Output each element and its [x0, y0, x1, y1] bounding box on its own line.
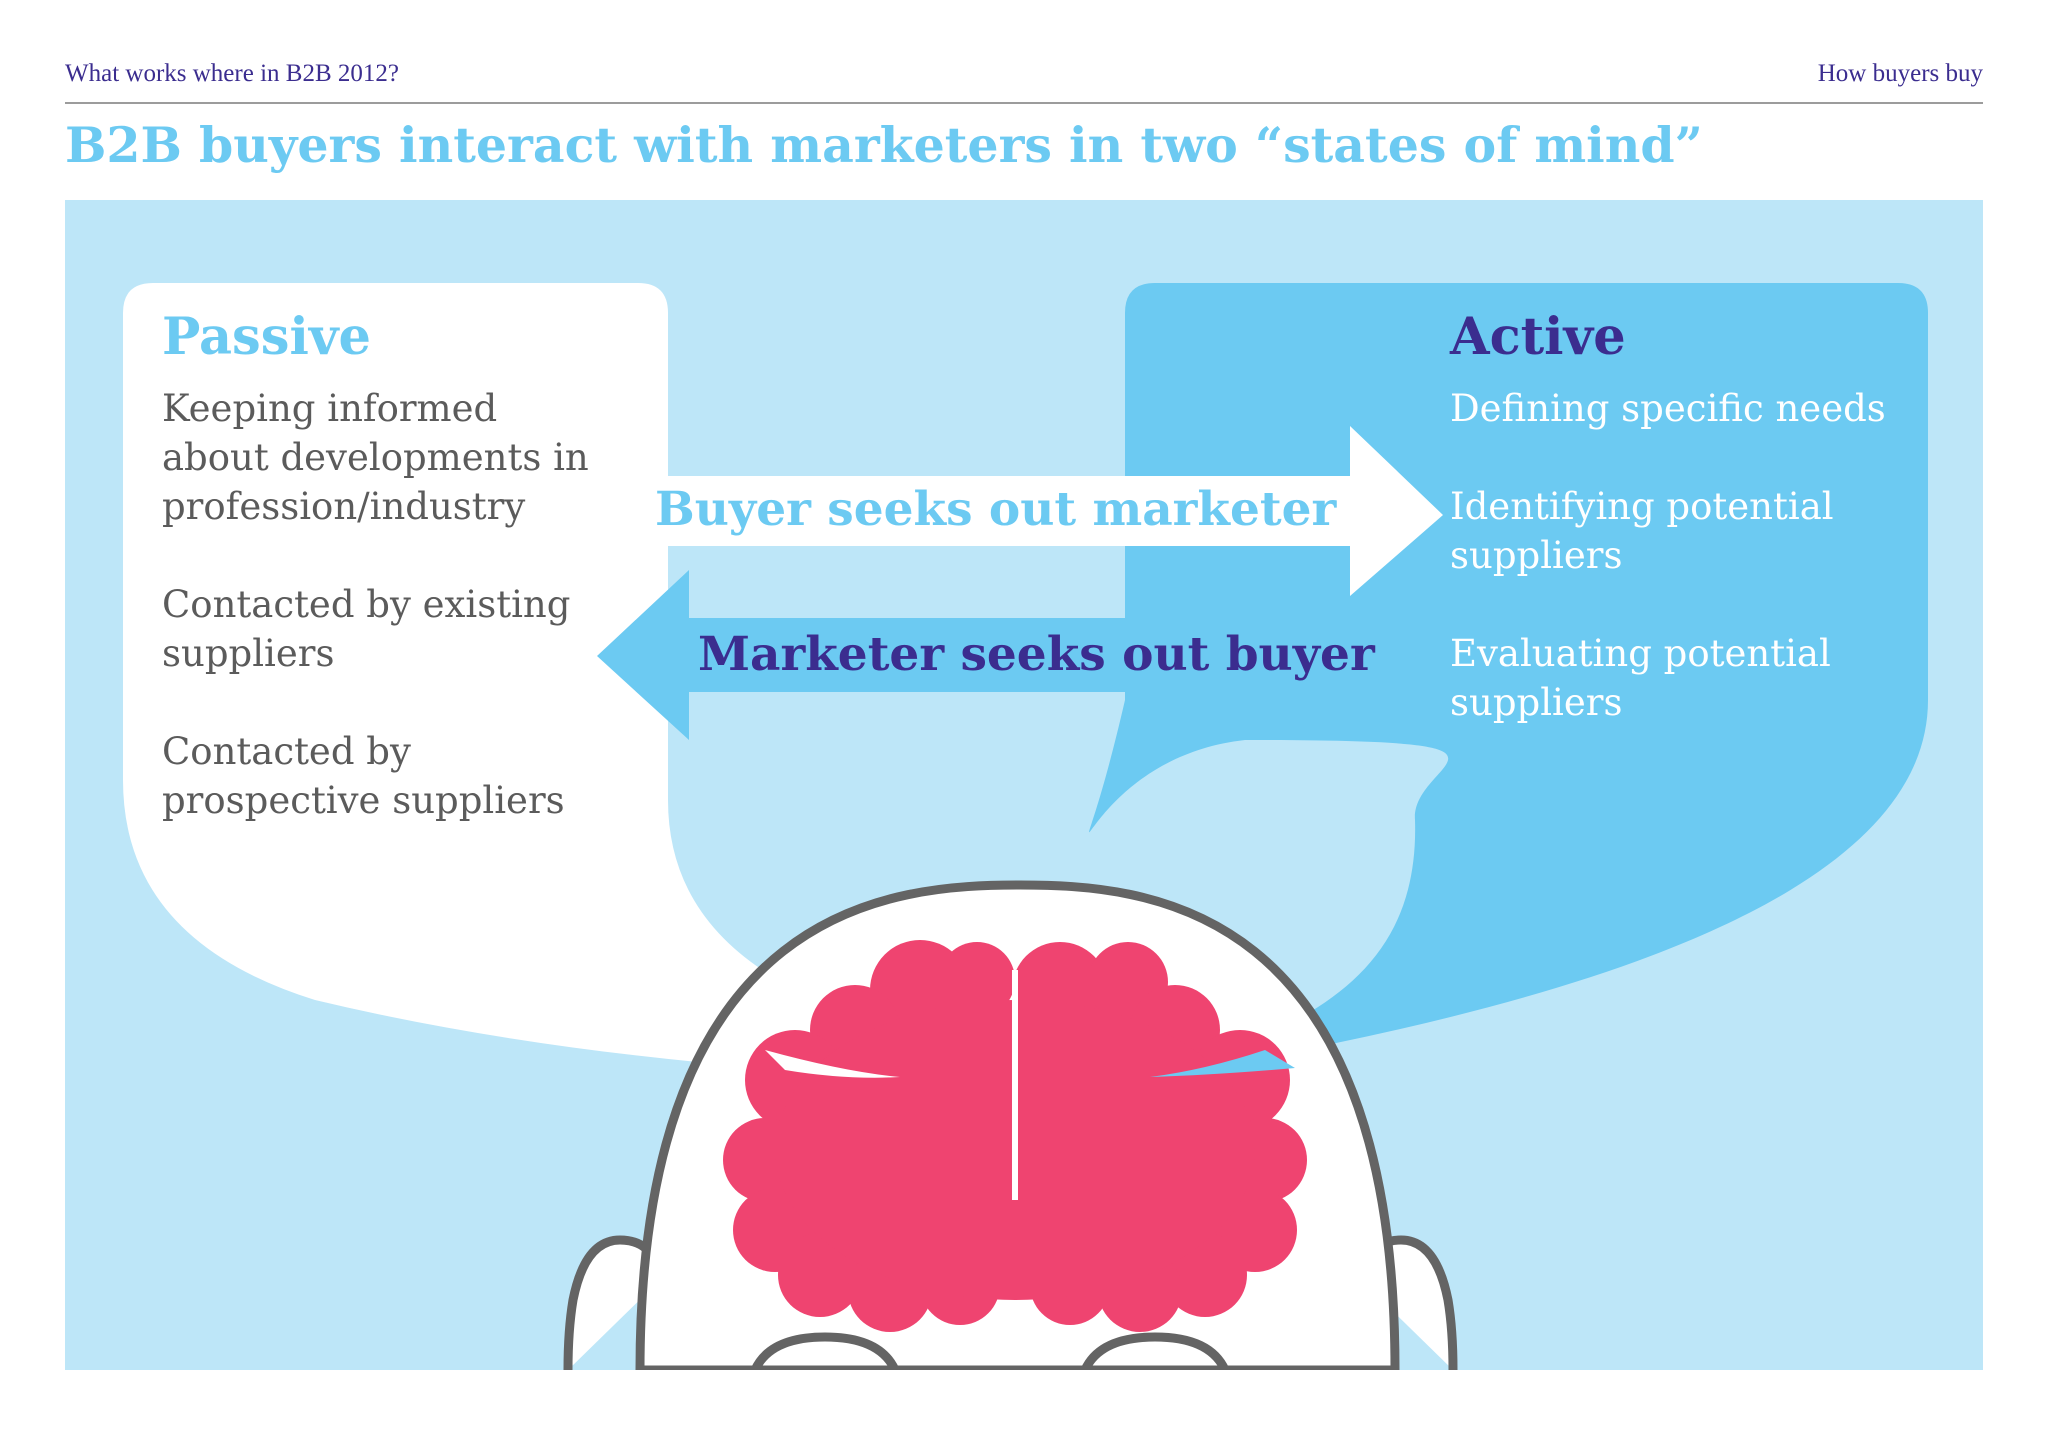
header-divider [65, 102, 1983, 104]
active-bubble-text: Active Defining specific needs Identifyi… [1450, 307, 1910, 776]
passive-item: Contacted by existing suppliers [162, 583, 571, 676]
page-title: B2B buyers interact with marketers in tw… [65, 116, 1703, 174]
arrow-right-shape [668, 426, 1443, 596]
passive-bubble-text: Passive Keeping informed about developme… [162, 307, 602, 874]
active-bubble-tail [1150, 1050, 1295, 1077]
active-item: Identifying potential suppliers [1450, 485, 1834, 578]
active-item: Evaluating potential suppliers [1450, 632, 1831, 725]
diagram-panel: Passive Keeping informed about developme… [65, 200, 1983, 1370]
header-right-text: How buyers buy [1817, 60, 1983, 87]
passive-title: Passive [162, 307, 371, 367]
passive-bubble [123, 283, 903, 1077]
header-left-text: What works where in B2B 2012? [65, 60, 399, 87]
passive-item: Keeping informed about developments in p… [162, 387, 589, 529]
passive-item: Contacted by prospective suppliers [162, 730, 565, 823]
passive-bubble-tail [765, 1050, 900, 1078]
diagram-graphics [123, 283, 1928, 1370]
active-item: Defining specific needs [1450, 387, 1886, 431]
arrow-left-shape [597, 570, 1413, 740]
active-title: Active [1450, 307, 1626, 367]
arrow-right-label: Buyer seeks out marketer [655, 482, 1337, 537]
arrow-left-label: Marketer seeks out buyer [698, 627, 1375, 682]
